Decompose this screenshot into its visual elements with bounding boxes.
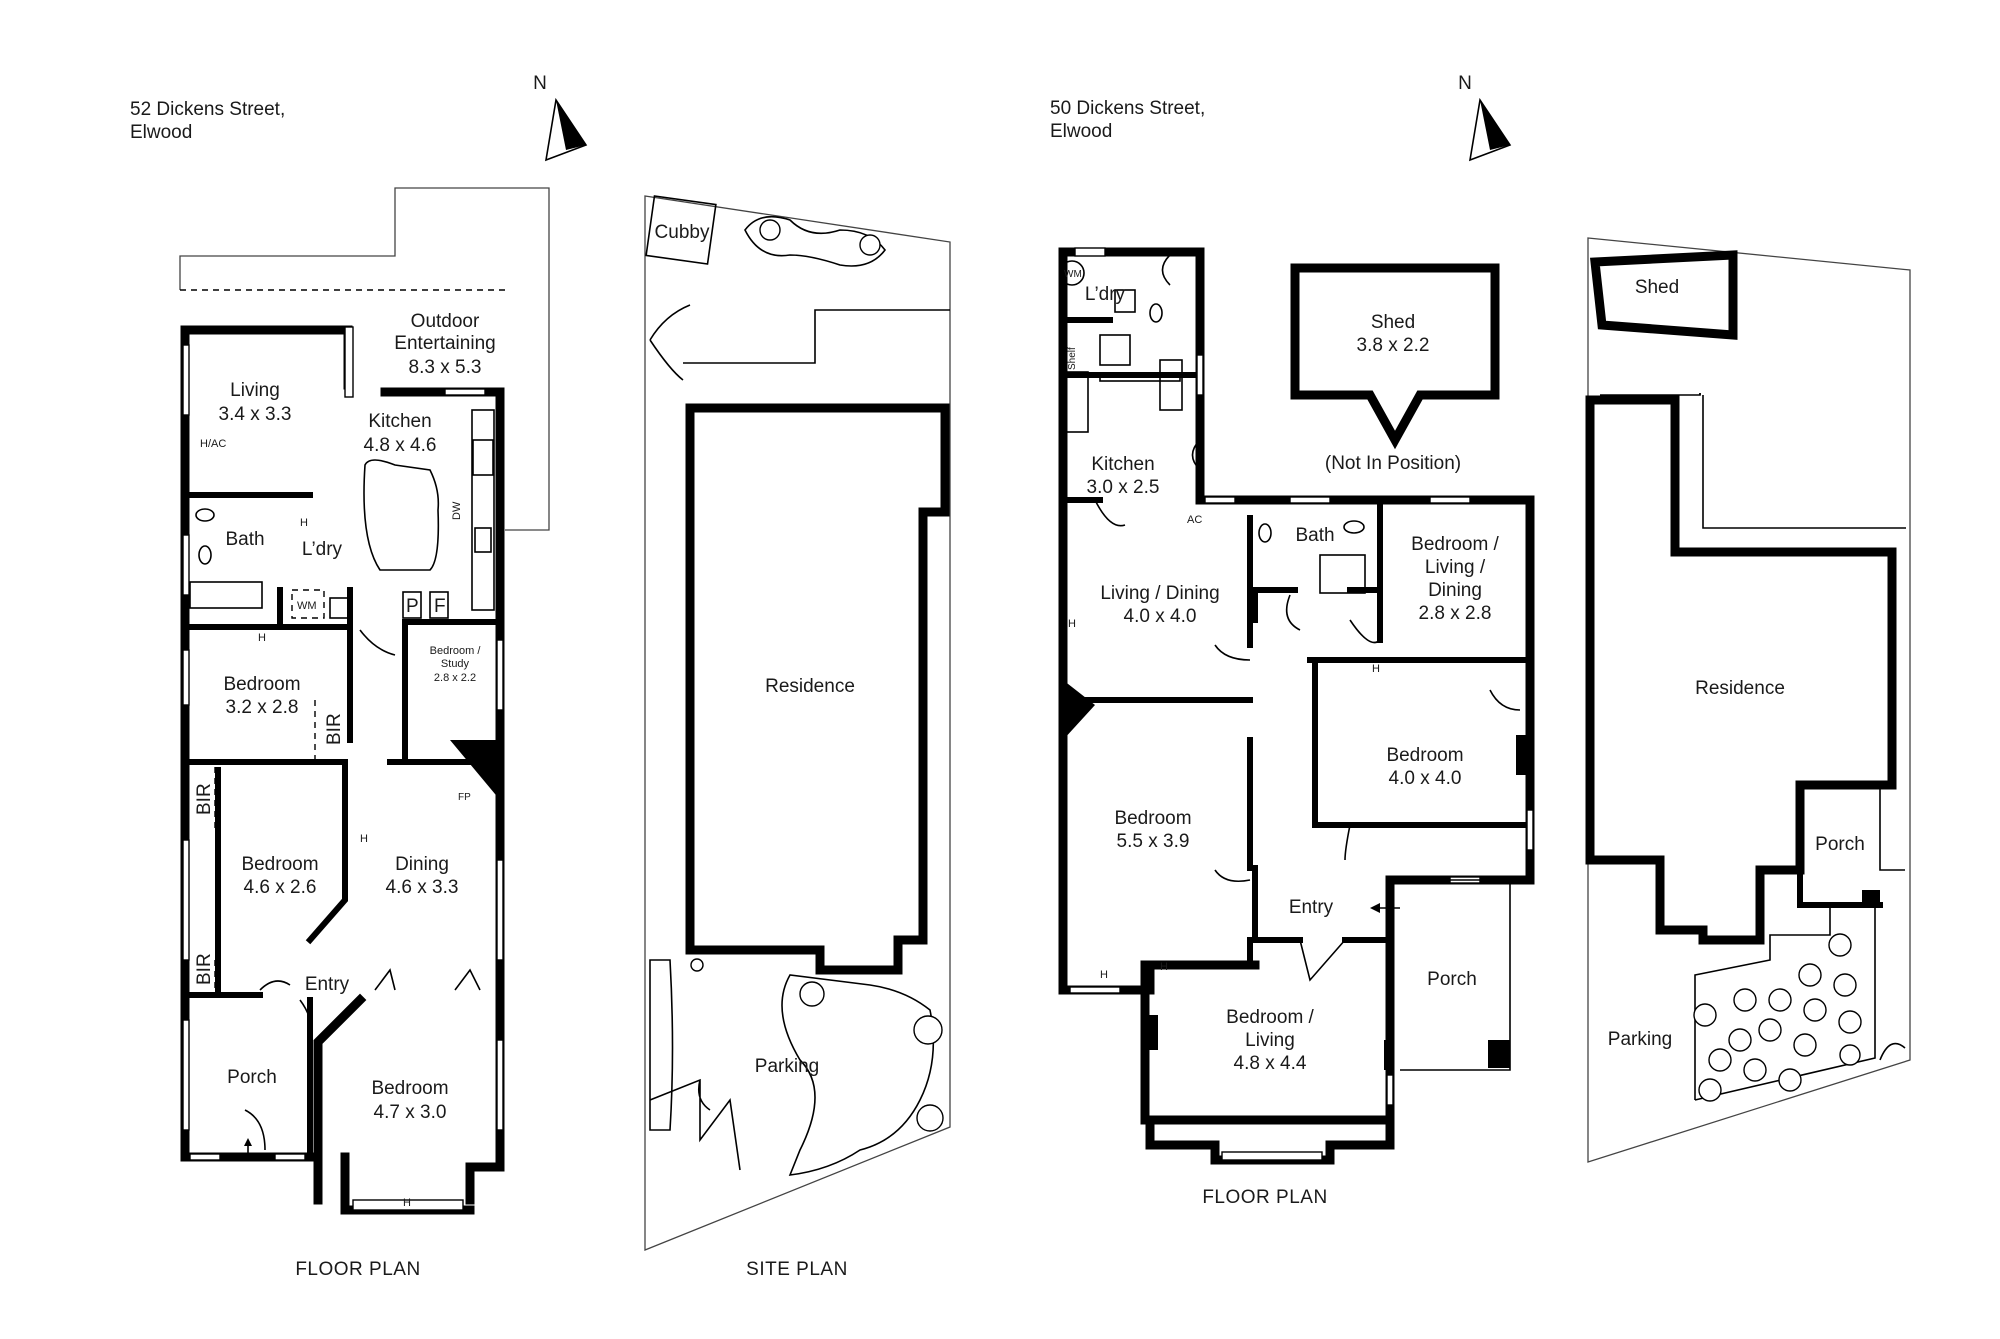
floor-plan-50 [1058,247,1535,1165]
fixture-bir-1: BIR [324,713,345,745]
fixture50-heater-bl: H [1160,961,1168,973]
site50-porch: Porch [1815,834,1865,855]
site-residence: Residence [765,676,855,697]
room-kitchen-name: Kitchen [368,411,431,432]
room-porch-name: Porch [227,1067,277,1088]
fixture50-shelf: Shelf [1067,347,1078,370]
north-arrow-icon: N [533,73,588,162]
room-study-size: 2.8 x 2.2 [434,672,476,684]
north-label: N [533,73,547,94]
address-line-1-b: 50 Dickens Street, [1050,98,1205,119]
fixture-hac: H/AC [200,438,226,450]
site-cubby: Cubby [655,222,710,243]
room-bath-name: Bath [225,529,264,550]
fixture-pantry: P [406,596,419,617]
room-laundry-name: L’dry [302,539,343,560]
room50-bedroom-living-l1: Bedroom / [1226,1007,1314,1028]
room50-bedroom-ld-l2: Living / [1425,557,1486,578]
room-labels-50: L’dry Kitchen 3.0 x 2.5 Shed 3.8 x 2.2 (… [1085,284,1500,1074]
room50-bedroom-b-name: Bedroom [1114,808,1191,829]
room50-living-dining-name: Living / Dining [1100,583,1219,604]
fixture-fridge: F [434,596,446,617]
fixture-labels-52: H/AC H H H H DW P F WM BIR BIR BIR FP [194,438,471,1209]
room50-kitchen-size: 3.0 x 2.5 [1087,477,1160,498]
room-bedroom3-name: Bedroom [371,1078,448,1099]
room-living-name: Living [230,380,280,401]
site50-trees [1693,933,1862,1102]
fixture50-heater-bedb: H [1100,969,1108,981]
site50-residence: Residence [1695,678,1785,699]
address-line-2-b: Elwood [1050,121,1112,142]
address-line-2: Elwood [130,122,192,143]
room-outdoor-name: Outdoor [411,311,480,332]
room-bedroom3-size: 4.7 x 3.0 [374,1102,447,1123]
property-52-header: 52 Dickens Street, Elwood N [130,73,588,162]
fixture-heater-bath: H [300,517,308,529]
fixture-washing-machine: WM [297,600,317,612]
fixture-fireplace: FP [458,792,471,803]
room-kitchen-size: 4.8 x 4.6 [364,435,437,456]
fixture-bir-2: BIR [194,783,215,815]
room50-kitchen-name: Kitchen [1091,454,1154,475]
room50-porch-name: Porch [1427,969,1477,990]
room50-shed-size: 3.8 x 2.2 [1357,335,1430,356]
room50-laundry-name: L’dry [1085,284,1126,305]
room-outdoor-name-l1: Outdoor [411,311,480,332]
fixture-bir-3: BIR [194,953,215,985]
room-bedroom2-name: Bedroom [241,854,318,875]
site-plan-50: Shed Residence Porch Parking [1585,237,1911,1163]
room-entry-name: Entry [305,974,350,995]
room-dining-size: 4.6 x 3.3 [386,877,459,898]
address-line-1: 52 Dickens Street, [130,99,285,120]
room50-bath-name: Bath [1295,525,1334,546]
room50-bedroom-ld-l3: Dining [1428,580,1482,601]
fixture-labels-50: WM Shelf AC H H H H [1064,269,1380,981]
room50-shed-note: (Not In Position) [1325,453,1461,474]
fixture-heater-bed3: H [403,1197,411,1209]
room50-shed-name: Shed [1371,312,1415,333]
site-parking: Parking [755,1056,819,1077]
site50-parking: Parking [1608,1029,1672,1050]
room50-bedroom-a-name: Bedroom [1386,745,1463,766]
north-arrow-icon-b: N [1458,73,1512,162]
caption-floor-plan-50: FLOOR PLAN [1202,1187,1327,1208]
room-outdoor-name-l2: Entertaining [394,333,495,354]
site-plan-52: Cubby Residence Parking [644,195,951,1251]
room50-bedroom-ld-size: 2.8 x 2.8 [1419,603,1492,624]
room50-bedroom-b-size: 5.5 x 3.9 [1117,831,1190,852]
room-study-name-l2: Study [441,658,470,670]
room-bedroom1-size: 3.2 x 2.8 [226,697,299,718]
room-bedroom2-size: 4.6 x 2.6 [244,877,317,898]
fixture50-ac: AC [1187,514,1202,526]
room50-bedroom-living-l2: Living [1245,1030,1295,1051]
fixture50-heater-ld: H [1068,618,1076,630]
floor-plan-52 [179,187,550,1215]
room50-bedroom-ld-l1: Bedroom / [1411,534,1499,555]
room50-entry-name: Entry [1289,897,1334,918]
room-labels-52: Outdoor Entertaining 8.3 x 5.3 Living 3.… [219,311,496,1123]
room-study-name-l1: Bedroom / [430,645,482,657]
north-label-b: N [1458,73,1472,94]
fixture50-heater-bed: H [1372,663,1380,675]
room50-living-dining-size: 4.0 x 4.0 [1124,606,1197,627]
fixture50-wm: WM [1064,269,1082,280]
room-bedroom1-name: Bedroom [223,674,300,695]
room50-bedroom-living-size: 4.8 x 4.4 [1234,1053,1307,1074]
caption-site-plan-52: SITE PLAN [746,1259,848,1280]
site50-shed: Shed [1635,277,1679,298]
room-dining-name: Dining [395,854,449,875]
property-50-header: 50 Dickens Street, Elwood N [1050,73,1512,162]
fixture-heater-bed2: H [360,833,368,845]
room-living-size: 3.4 x 3.3 [219,404,292,425]
fixture-dishwasher: DW [451,501,463,520]
room50-bedroom-a-size: 4.0 x 4.0 [1389,768,1462,789]
room-outdoor-size: 8.3 x 5.3 [409,357,482,378]
caption-floor-plan-52: FLOOR PLAN [295,1259,420,1280]
fixture-heater-bed1: H [258,632,266,644]
